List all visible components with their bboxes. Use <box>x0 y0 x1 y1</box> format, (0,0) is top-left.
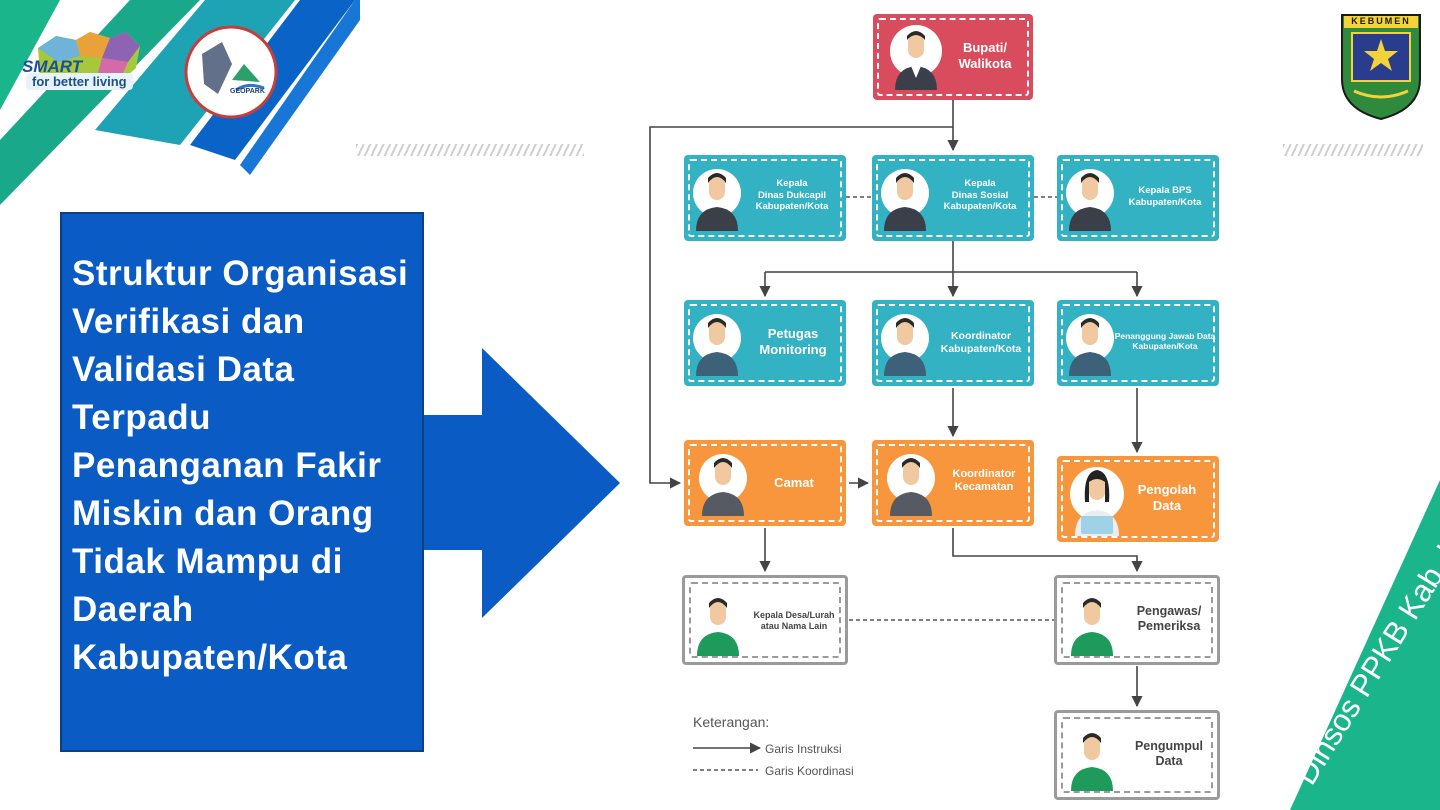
label-kepala-dinsos: Kepala Dinas Sosial Kabupaten/Kota <box>943 178 1017 213</box>
node-koordinator-kecamatan: Koordinator Kecamatan <box>872 440 1034 526</box>
stripe-green-2 <box>0 0 200 205</box>
label-koordinator-kecamatan: Koordinator Kecamatan <box>952 468 1016 494</box>
person-icon <box>887 454 935 516</box>
label-pengolah-data: Pengolah Data <box>1137 482 1197 513</box>
node-bupati: Bupati/ Walikota <box>873 14 1033 100</box>
label-pengawas: Pengawas/ Pemeriksa <box>1136 604 1202 634</box>
node-petugas-monitoring: Petugas Monitoring <box>684 300 846 386</box>
geopark-logo-icon <box>184 25 278 119</box>
label-bupati: Bupati/ Walikota <box>958 40 1012 71</box>
node-penanggung-jawab-data: Penanggung Jawab Data Kabupaten/Kota <box>1057 300 1219 386</box>
person-suit-icon <box>890 25 942 90</box>
node-pengumpul-data: Pengumpul Data <box>1054 710 1220 800</box>
kebumen-crest-icon <box>1341 14 1421 121</box>
legend-instruksi: Garis Instruksi <box>765 742 842 756</box>
node-kepala-dukcapil: Kepala Dinas Dukcapil Kabupaten/Kota <box>684 155 846 241</box>
stripe-green <box>0 0 60 110</box>
title-box: Struktur Organisasi Verifikasi dan Valid… <box>60 212 424 752</box>
person-icon <box>694 594 742 656</box>
legend-koordinasi: Garis Koordinasi <box>765 764 854 778</box>
label-kepala-desa: Kepala Desa/Lurah atau Nama Lain <box>753 610 835 631</box>
big-arrow <box>400 348 620 618</box>
hatch-right <box>1283 144 1423 156</box>
label-penanggung-jawab-data: Penanggung Jawab Data Kabupaten/Kota <box>1114 331 1216 352</box>
geopark-label: GEOPARK <box>230 88 265 95</box>
person-icon <box>1068 594 1116 656</box>
stripe-light-blue <box>240 0 360 175</box>
slide-title: Struktur Organisasi Verifikasi dan Valid… <box>72 254 409 677</box>
smart-logo-tagline: for better living <box>26 73 133 90</box>
person-icon <box>699 454 747 516</box>
node-kepala-desa: Kepala Desa/Lurah atau Nama Lain <box>682 575 848 665</box>
label-kepala-dukcapil: Kepala Dinas Dukcapil Kabupaten/Kota <box>755 178 829 213</box>
person-icon <box>881 314 929 376</box>
label-kepala-bps: Kepala BPS Kabupaten/Kota <box>1128 185 1202 208</box>
node-camat: Camat <box>684 440 846 526</box>
smart-logo-text: SMART <box>22 57 83 76</box>
hatch-left <box>356 144 584 156</box>
label-petugas-monitoring: Petugas Monitoring <box>759 326 827 357</box>
node-pengolah-data: Pengolah Data <box>1057 456 1219 542</box>
person-icon <box>1068 729 1116 791</box>
legend-title: Keterangan: <box>693 714 770 730</box>
person-icon <box>693 169 741 231</box>
label-pengumpul-data: Pengumpul Data <box>1134 739 1204 769</box>
label-camat: Camat <box>774 475 814 490</box>
node-kepala-dinsos: Kepala Dinas Sosial Kabupaten/Kota <box>872 155 1034 241</box>
woman-laptop-icon <box>1070 467 1124 536</box>
node-pengawas: Pengawas/ Pemeriksa <box>1054 575 1220 665</box>
person-icon <box>1066 169 1114 231</box>
person-icon <box>1066 314 1114 376</box>
label-koordinator-kab: Koordinator Kabupaten/Kota <box>940 330 1022 355</box>
node-kepala-bps: Kepala BPS Kabupaten/Kota <box>1057 155 1219 241</box>
person-icon <box>881 169 929 231</box>
person-icon <box>693 314 741 376</box>
corner-green <box>1290 480 1440 810</box>
node-koordinator-kab: Koordinator Kabupaten/Kota <box>872 300 1034 386</box>
kebumen-crest-label: KEBUMEN <box>1351 16 1411 26</box>
